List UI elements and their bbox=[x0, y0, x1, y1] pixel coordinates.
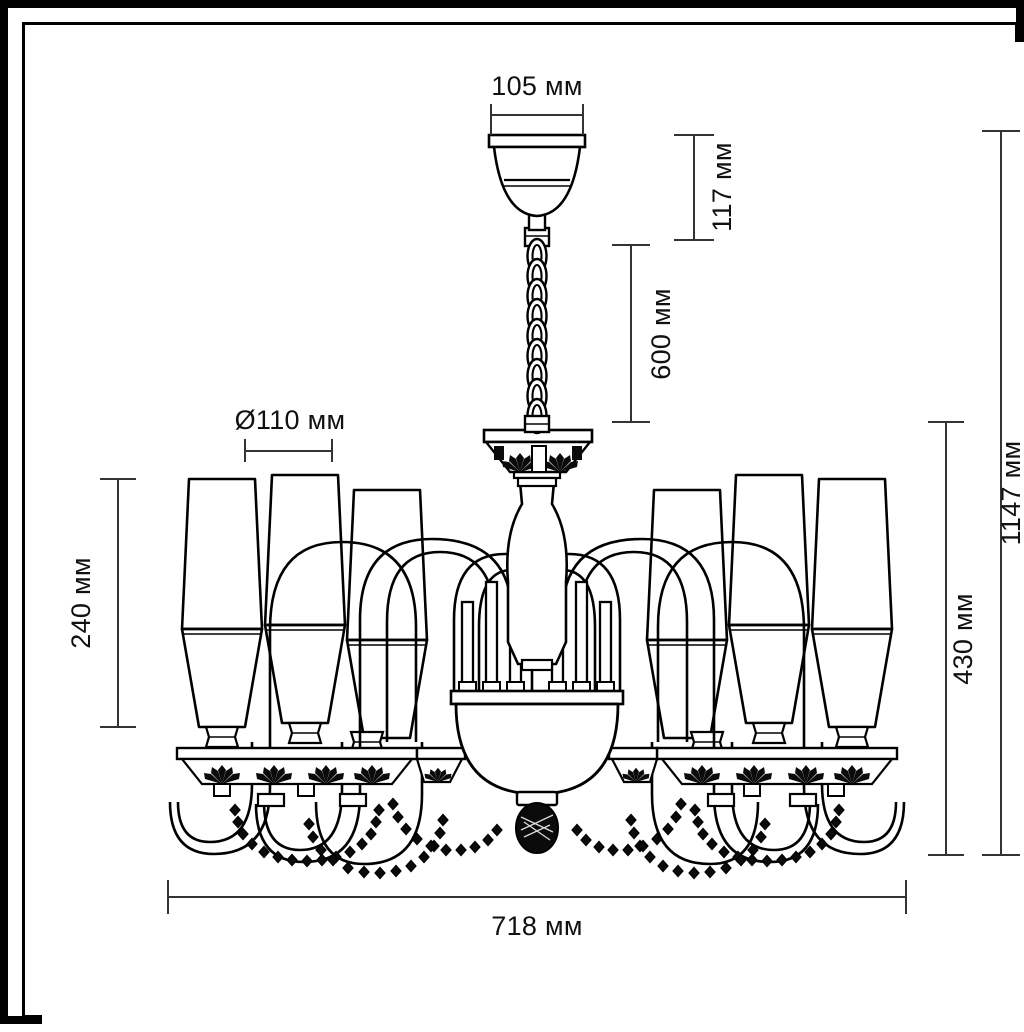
frame-inner-border: 105 мм 117 мм 600 мм bbox=[22, 22, 1024, 1032]
decorative-arm-plate-right-outer bbox=[607, 746, 659, 784]
technical-drawing-area: 105 мм 117 мм 600 мм bbox=[42, 42, 1024, 1032]
lamp-socket bbox=[751, 721, 787, 745]
decorative-arm-plate-right bbox=[655, 746, 899, 808]
glass-shade bbox=[180, 477, 264, 729]
dimension-label-total-width: 718 мм bbox=[491, 911, 582, 941]
dimension-total-width bbox=[167, 880, 907, 914]
decorative-arm-plate-left bbox=[175, 746, 419, 808]
dimension-shade-diameter bbox=[244, 439, 333, 462]
dimension-chain-drop bbox=[612, 244, 650, 423]
decorative-arm-plate-left-outer bbox=[415, 746, 467, 784]
shade-group-left bbox=[180, 473, 429, 754]
suspension-chain bbox=[523, 192, 551, 435]
lamp-socket bbox=[287, 721, 323, 745]
dimension-body-height bbox=[928, 421, 964, 856]
decorative-rosette-plate bbox=[482, 428, 594, 474]
dimension-label-body-height: 430 мм bbox=[948, 593, 978, 684]
dimension-label-shade-height: 240 мм bbox=[66, 557, 96, 648]
dimension-canopy-height bbox=[674, 134, 714, 241]
dimension-canopy-width bbox=[490, 104, 584, 135]
dimension-total-height bbox=[982, 130, 1020, 856]
lamp-socket bbox=[834, 725, 870, 749]
glass-shade bbox=[727, 473, 811, 725]
glass-shade bbox=[810, 477, 894, 729]
shade-group-right bbox=[645, 473, 894, 754]
baluster-column bbox=[505, 468, 569, 672]
dimension-shade-height bbox=[100, 478, 136, 728]
chandelier-drawing-svg: 105 мм 117 мм 600 мм bbox=[66, 71, 1024, 941]
glass-shade bbox=[263, 473, 347, 725]
ceiling-canopy bbox=[487, 133, 587, 218]
frame-outer-border: 105 мм 117 мм 600 мм bbox=[8, 8, 1024, 1032]
dimension-label-shade-diameter: Ø110 мм bbox=[235, 405, 346, 435]
dimension-label-canopy-height: 117 мм bbox=[707, 142, 737, 231]
dimension-label-chain-drop: 600 мм bbox=[646, 288, 676, 379]
lamp-socket bbox=[204, 725, 240, 749]
dimension-label-canopy-width: 105 мм bbox=[491, 71, 582, 101]
dimension-label-total-height: 1147 мм bbox=[996, 441, 1024, 546]
